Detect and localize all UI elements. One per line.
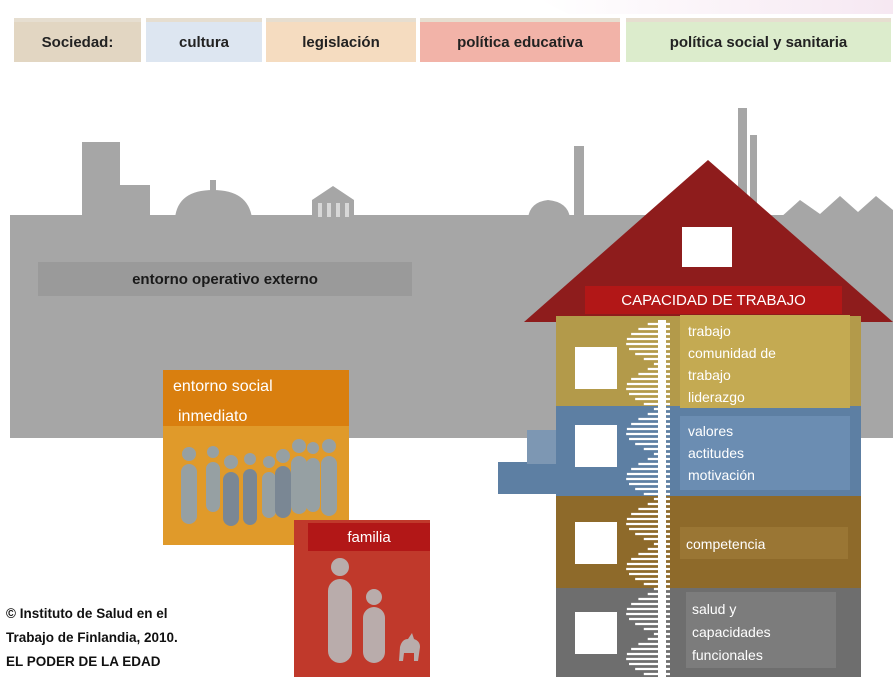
tab-legislation: legislación [266,18,416,62]
copyright-credit: © Instituto de Salud en el Trabajo de Fi… [6,602,178,674]
family-header: familia [308,523,430,551]
floor-work-panel [680,315,850,408]
floor-health-line-2: capacidades [692,624,771,640]
floor-values-line-2: actitudes [688,445,745,461]
social-environment-label-1: entorno social [173,378,273,395]
floor-values-panel [680,416,850,490]
social-environment-header [163,370,349,426]
floor-work-line-3: trabajo [688,367,731,383]
family-figures-icon [328,558,420,663]
tab-culture: cultura [146,18,262,62]
floor-values-line-1: valores [688,423,734,439]
tab-social-health-policy: política social y sanitaria [626,18,891,62]
credit-line-2: Trabajo de Finlandia, 2010. [6,630,178,645]
floor-values-line-3: motivación [688,467,755,483]
floor-competence-line-1: competencia [686,536,766,552]
people-group-icon [181,439,337,526]
work-ability-banner: CAPACIDAD DE TRABAJO [585,286,842,314]
social-environment-label-2: inmediato [178,408,248,425]
corner-decoration [540,0,893,14]
external-environment-label: entorno operativo externo [38,262,412,296]
credit-line-1: © Instituto de Salud en el [6,606,168,621]
floor-work-line-2: comunidad de [688,345,776,361]
spiral-stairs-icon [626,322,670,676]
floor-work-line-4: liderazgo [688,389,745,405]
tab-education-policy: política educativa [420,18,620,62]
credit-line-3: EL PODER DE LA EDAD [6,654,161,669]
floor-health-panel [686,592,836,668]
floor-health-line-3: funcionales [692,647,763,663]
floor-competence-panel [680,527,848,559]
floor-health-line-1: salud y [692,601,737,617]
tab-society: Sociedad: [14,18,141,62]
floor-work-line-1: trabajo [688,323,731,339]
